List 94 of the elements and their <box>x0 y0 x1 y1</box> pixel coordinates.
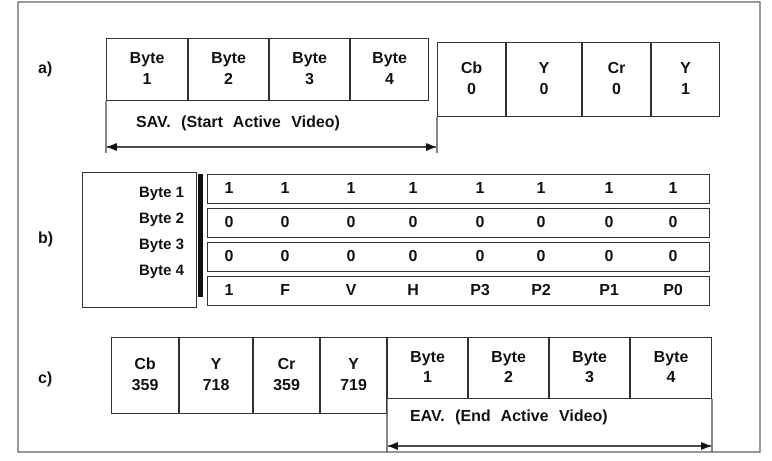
bit-value: 0 <box>224 214 234 232</box>
data-cell <box>549 337 630 399</box>
cell-label: Byte <box>654 348 688 367</box>
bit-value: 0 <box>476 214 484 232</box>
byte-name: Byte 2 <box>138 208 184 229</box>
cell-label: Byte <box>572 348 607 367</box>
cell-label: 0 <box>612 80 621 99</box>
data-cell <box>269 38 350 101</box>
cell-label: 1 <box>423 369 432 388</box>
bit-value: 0 <box>536 214 546 232</box>
cell-label: 3 <box>305 70 314 89</box>
cell-label: Cr <box>278 356 296 374</box>
cell-label: 3 <box>585 369 594 388</box>
cell-label: Byte <box>130 50 164 68</box>
bit-value: 1 <box>668 180 678 198</box>
cell-label: Cr <box>608 60 626 78</box>
bit-row <box>207 276 710 306</box>
data-cell <box>253 337 320 414</box>
panel-letter: c) <box>38 370 52 388</box>
bit-value: 0 <box>408 214 418 232</box>
cell-label: Y <box>348 356 359 374</box>
cell-label: Cb <box>460 60 482 78</box>
bit-value: 1 <box>280 180 290 198</box>
bit-value: P0 <box>663 282 683 300</box>
cell-label: 1 <box>681 80 690 99</box>
bit-value: 1 <box>536 180 546 198</box>
bit-value: 0 <box>604 248 614 266</box>
data-cell <box>651 42 720 117</box>
bit-value: 0 <box>224 248 234 266</box>
bit-value: 0 <box>346 248 356 266</box>
panel-letter: b) <box>38 230 54 248</box>
cell-label: 719 <box>340 376 367 395</box>
bit-value: 0 <box>668 214 678 232</box>
panel-letter: a) <box>38 60 52 78</box>
byte-list-box <box>82 172 197 308</box>
data-cell <box>179 337 253 414</box>
cell-label: Byte <box>491 348 526 367</box>
bit-value: 1 <box>346 180 356 198</box>
bit-value: 1 <box>408 180 418 198</box>
cell-label: 718 <box>202 376 230 395</box>
cell-label: 1 <box>142 70 152 89</box>
bit-value: 0 <box>346 214 356 232</box>
data-cell <box>320 337 387 414</box>
data-cell <box>506 42 582 117</box>
bit-value: F <box>280 282 290 300</box>
bit-value: 1 <box>224 180 234 198</box>
bit-row <box>207 174 710 204</box>
cell-label: 359 <box>273 376 300 395</box>
cell-label: Cb <box>134 356 156 374</box>
bit-value: 0 <box>536 248 546 266</box>
bit-value: 0 <box>476 248 484 266</box>
data-cell <box>188 38 269 101</box>
cell-label: Y <box>680 60 691 78</box>
cell-label: Byte <box>372 50 407 68</box>
cell-label: Byte <box>410 348 445 367</box>
cell-label: 2 <box>224 70 233 89</box>
bit-value: 0 <box>604 214 614 232</box>
cell-label: 4 <box>666 369 676 388</box>
cell-label: Byte <box>211 50 246 68</box>
cell-label: 0 <box>540 80 548 99</box>
data-cell <box>111 337 179 414</box>
bit-value: 0 <box>668 248 678 266</box>
bit-value: P1 <box>599 282 619 300</box>
data-cell <box>630 337 712 399</box>
bit-value: 0 <box>408 248 418 266</box>
bit-value: H <box>407 282 419 300</box>
cell-label: 4 <box>385 70 394 89</box>
span-label: EAV. (End Active Video) <box>410 408 608 426</box>
bit-value: 1 <box>604 180 614 198</box>
cell-label: Y <box>210 356 222 374</box>
data-cell <box>582 42 651 117</box>
data-cell <box>106 38 188 101</box>
bit-value: 0 <box>280 248 290 266</box>
byte-name: Byte 3 <box>138 235 184 255</box>
cell-label: 359 <box>132 376 158 395</box>
bit-value: P2 <box>531 282 551 300</box>
byte-name: Byte 1 <box>138 182 184 202</box>
bit-value: 1 <box>224 282 234 300</box>
bit-value: 0 <box>280 214 290 232</box>
bit-value: 1 <box>476 180 484 198</box>
span-label: SAV. (Start Active Video) <box>136 114 340 132</box>
bit-value: V <box>346 282 356 300</box>
data-cell <box>437 42 506 117</box>
data-cell <box>387 337 468 399</box>
cell-label: Byte <box>292 50 327 68</box>
cell-label: 0 <box>467 80 476 99</box>
cell-label: 2 <box>504 369 513 388</box>
data-cell <box>468 337 549 399</box>
cell-label: Y <box>538 60 550 78</box>
bit-row <box>207 242 710 272</box>
data-cell <box>350 38 429 101</box>
bit-value: P3 <box>470 282 490 300</box>
bit-row <box>207 208 710 238</box>
byte-name: Byte 4 <box>138 261 184 282</box>
